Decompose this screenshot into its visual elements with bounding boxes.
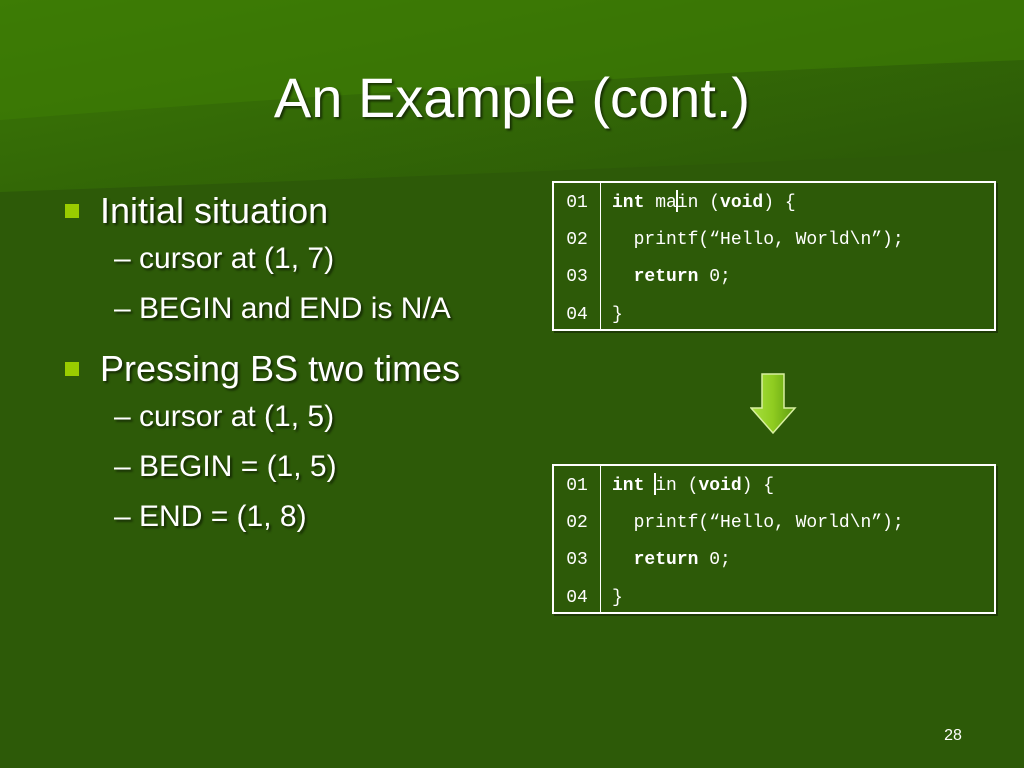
text-cursor — [654, 473, 657, 496]
sub-bullet: – cursor at (1, 7) — [114, 242, 335, 275]
bullet-text: Initial situation — [100, 190, 329, 231]
bullet-list: Initial situation – cursor at (1, 7) – B… — [62, 188, 532, 542]
keyword: void — [698, 476, 742, 496]
line-number: 02 — [566, 513, 588, 533]
keyword: return — [633, 267, 699, 287]
code-line: } — [612, 588, 623, 608]
keyword: return — [633, 550, 699, 570]
line-number-gutter: 01 02 03 04 — [554, 183, 601, 329]
line-number-gutter: 01 02 03 04 — [554, 466, 601, 612]
line-number: 01 — [566, 193, 588, 213]
code-indent — [612, 550, 634, 570]
code-text: ) { — [741, 476, 775, 496]
line-number: 02 — [566, 230, 588, 250]
down-arrow-icon — [750, 373, 797, 435]
code-text: ma — [644, 193, 677, 213]
sub-bullet: – BEGIN and END is N/A — [114, 292, 451, 325]
keyword: int — [612, 193, 645, 213]
code-line: } — [612, 305, 623, 325]
code-text: in ( — [655, 476, 699, 496]
line-number: 03 — [566, 267, 588, 287]
square-bullet-icon — [65, 204, 79, 218]
code-line: int in (void) { — [612, 473, 775, 498]
line-number: 04 — [566, 588, 588, 608]
bullet-text: Pressing BS two times — [100, 348, 461, 389]
keyword: void — [720, 193, 764, 213]
code-text: 0; — [698, 550, 731, 570]
page-number: 28 — [944, 727, 962, 744]
code-line: return 0; — [612, 265, 731, 289]
sub-bullet: – cursor at (1, 5) — [114, 400, 335, 433]
bullet-item: Pressing BS two times — [62, 346, 532, 392]
code-text: 0; — [698, 267, 731, 287]
line-number: 04 — [566, 305, 588, 325]
code-text: ) { — [763, 193, 796, 213]
bullet-item: Initial situation — [62, 188, 532, 234]
line-number: 01 — [566, 476, 588, 496]
code-indent — [612, 267, 634, 287]
code-line: printf(“Hello, World\n”); — [612, 230, 904, 250]
code-line: int main (void) { — [612, 190, 796, 215]
code-box-before: 01 02 03 04 int main (void) { printf(“He… — [552, 181, 996, 331]
slide-title: An Example (cont.) — [273, 66, 751, 129]
line-number: 03 — [566, 550, 588, 570]
text-cursor — [675, 190, 678, 213]
code-text: in ( — [676, 193, 721, 213]
code-line: printf(“Hello, World\n”); — [612, 513, 904, 533]
sub-bullet: – BEGIN = (1, 5) — [114, 450, 337, 483]
code-box-after: 01 02 03 04 int in (void) { printf(“Hell… — [552, 464, 996, 614]
code-line: return 0; — [612, 548, 731, 572]
square-bullet-icon — [65, 362, 79, 376]
sub-bullet: – END = (1, 8) — [114, 500, 307, 533]
keyword: int — [612, 476, 645, 496]
